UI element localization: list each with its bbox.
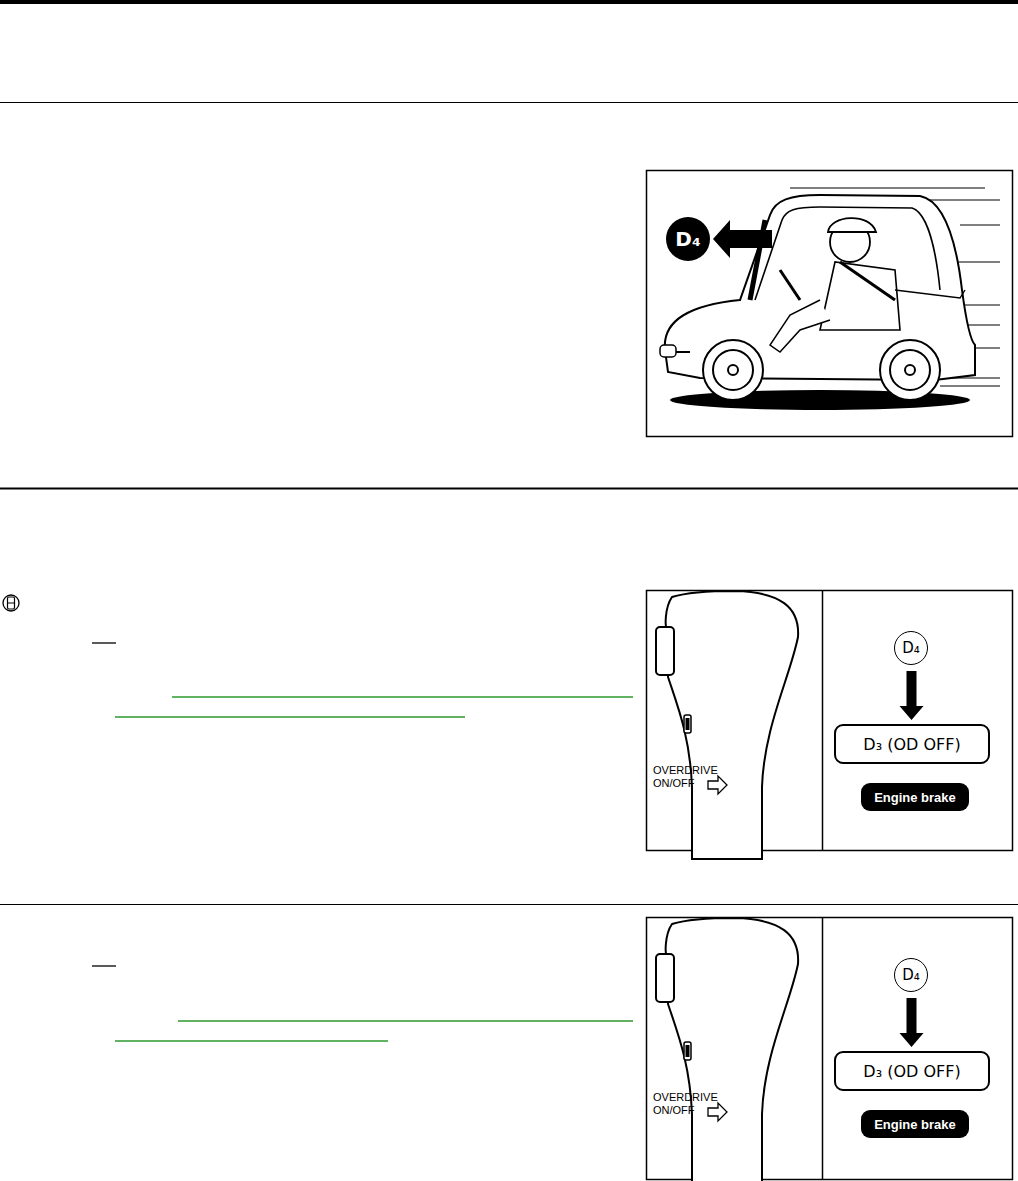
engine-brake-badge: Engine brake	[861, 783, 969, 811]
switch-label-text: OVERDRIVE ON/OFF	[653, 764, 718, 789]
switch-label-text: OVERDRIVE ON/OFF	[653, 1091, 718, 1116]
node-text: D₃ (OD OFF)	[863, 735, 960, 754]
range-circle: D₄	[894, 631, 928, 665]
node-text: D₄	[902, 639, 920, 657]
range-badge: D₄	[666, 217, 710, 261]
switch-label: OVERDRIVE ON/OFF	[653, 764, 715, 790]
range-circle: D₄	[894, 958, 928, 992]
node-text: Engine brake	[874, 790, 956, 805]
switch-label: OVERDRIVE ON/OFF	[653, 1091, 715, 1117]
node-text: D₃ (OD OFF)	[863, 1062, 960, 1081]
engine-brake-badge: Engine brake	[861, 1110, 969, 1138]
block-arrow	[900, 671, 924, 720]
node-text: Engine brake	[874, 1117, 956, 1132]
node-text: D₄	[675, 227, 700, 251]
block-arrow	[900, 998, 924, 1047]
range-box: D₃ (OD OFF)	[834, 724, 990, 764]
range-box: D₃ (OD OFF)	[834, 1051, 990, 1091]
node-text: D₄	[902, 966, 920, 984]
